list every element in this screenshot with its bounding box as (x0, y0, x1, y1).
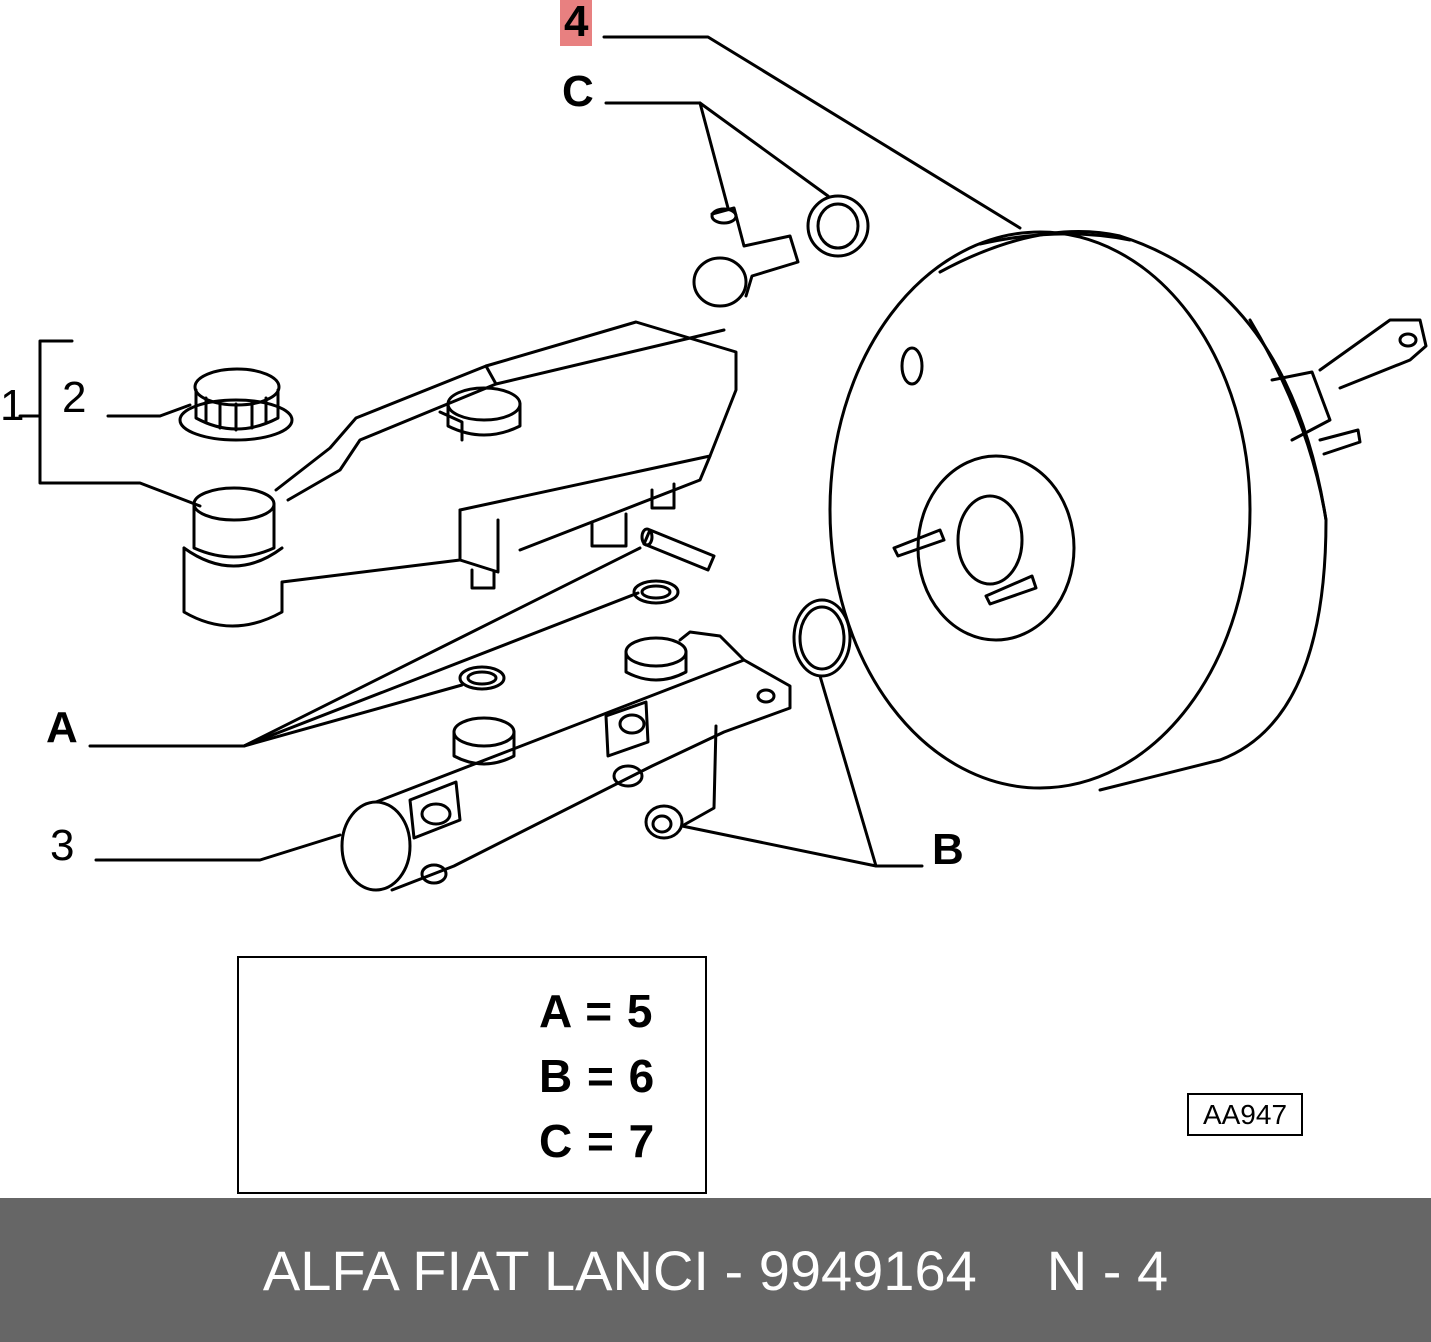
diagram-code: AA947 (1187, 1093, 1303, 1136)
callout-part-3: 3 (50, 821, 75, 870)
callout-label-a: A (46, 703, 78, 752)
callout-part-2: 2 (62, 373, 87, 422)
legend-line-a: A = 5 (539, 985, 654, 1037)
callout-part-1: 1 (0, 381, 25, 430)
legend-line-c: C = 7 (539, 1115, 656, 1167)
brake-assembly-diagram (18, 35, 1428, 1162)
callout-label-b: B (932, 825, 964, 874)
nut-b (644, 804, 684, 840)
reservoir-cap (178, 367, 294, 442)
o-ring-b (792, 598, 852, 678)
callout-label-c: C (562, 67, 594, 116)
brake-booster (828, 230, 1428, 792)
vacuum-fittings-c (692, 194, 870, 308)
pin (640, 527, 716, 572)
leader-lines (18, 35, 1022, 868)
legend-box: A = 5 B = 6 C = 7 (237, 956, 707, 1194)
callout-part-4-text: 4 (560, 0, 593, 46)
footer-brand-part: ALFA FIAT LANCI - 9949164 (262, 1238, 977, 1302)
legend-line-b: B = 6 (539, 1050, 656, 1102)
callout-part-4: 4 (560, 0, 593, 46)
seal-rings-a (458, 579, 680, 691)
footer-ref: N - 4 (1046, 1238, 1169, 1302)
fluid-reservoir (182, 320, 738, 628)
master-cylinder (340, 630, 792, 892)
footer-bar: ALFA FIAT LANCI - 9949164 N - 4 (0, 1198, 1431, 1342)
